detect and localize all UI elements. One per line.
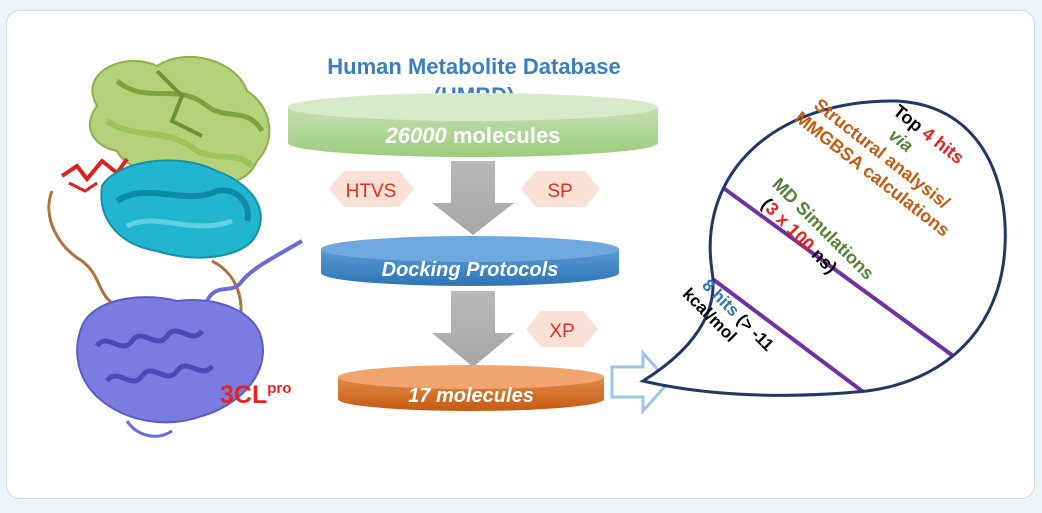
disk-top-label: 26000 molecules	[385, 123, 561, 148]
drop-divider-1	[705, 174, 969, 368]
hex-sp	[521, 171, 600, 207]
protein-label-superscript: pro	[267, 380, 291, 397]
database-title: Human Metabolite Database	[327, 54, 620, 79]
disk-bottom	[338, 365, 604, 411]
hex-xp	[526, 311, 598, 347]
disk-bottom-label: 17 molecules	[408, 385, 534, 407]
protein-label: 3CLpro	[220, 380, 291, 409]
protein-structure-icon	[47, 56, 303, 438]
figure-card: 3CLpro Human Metabolite Database (HMBD) …	[6, 10, 1035, 499]
protein-label-main: 3CL	[220, 381, 267, 409]
hex-htvs-label: HTVS	[346, 181, 397, 202]
disk-middle-label: Docking Protocols	[382, 259, 559, 281]
disk-top	[288, 93, 658, 157]
hex-htvs	[329, 171, 414, 207]
molecule-count-unit: molecules	[447, 123, 561, 148]
down-arrow-icon	[432, 161, 514, 235]
results-drop	[639, 99, 1007, 397]
hex-sp-label: SP	[547, 181, 572, 202]
right-arrow-icon	[610, 349, 672, 415]
disk-middle	[321, 236, 619, 286]
hex-xp-label: XP	[549, 321, 574, 342]
down-arrow-icon	[432, 291, 514, 367]
drop-divider-2	[680, 254, 884, 396]
workflow-diagram: 3CLpro Human Metabolite Database (HMBD) …	[47, 54, 1007, 438]
molecule-count: 26000	[385, 123, 448, 148]
